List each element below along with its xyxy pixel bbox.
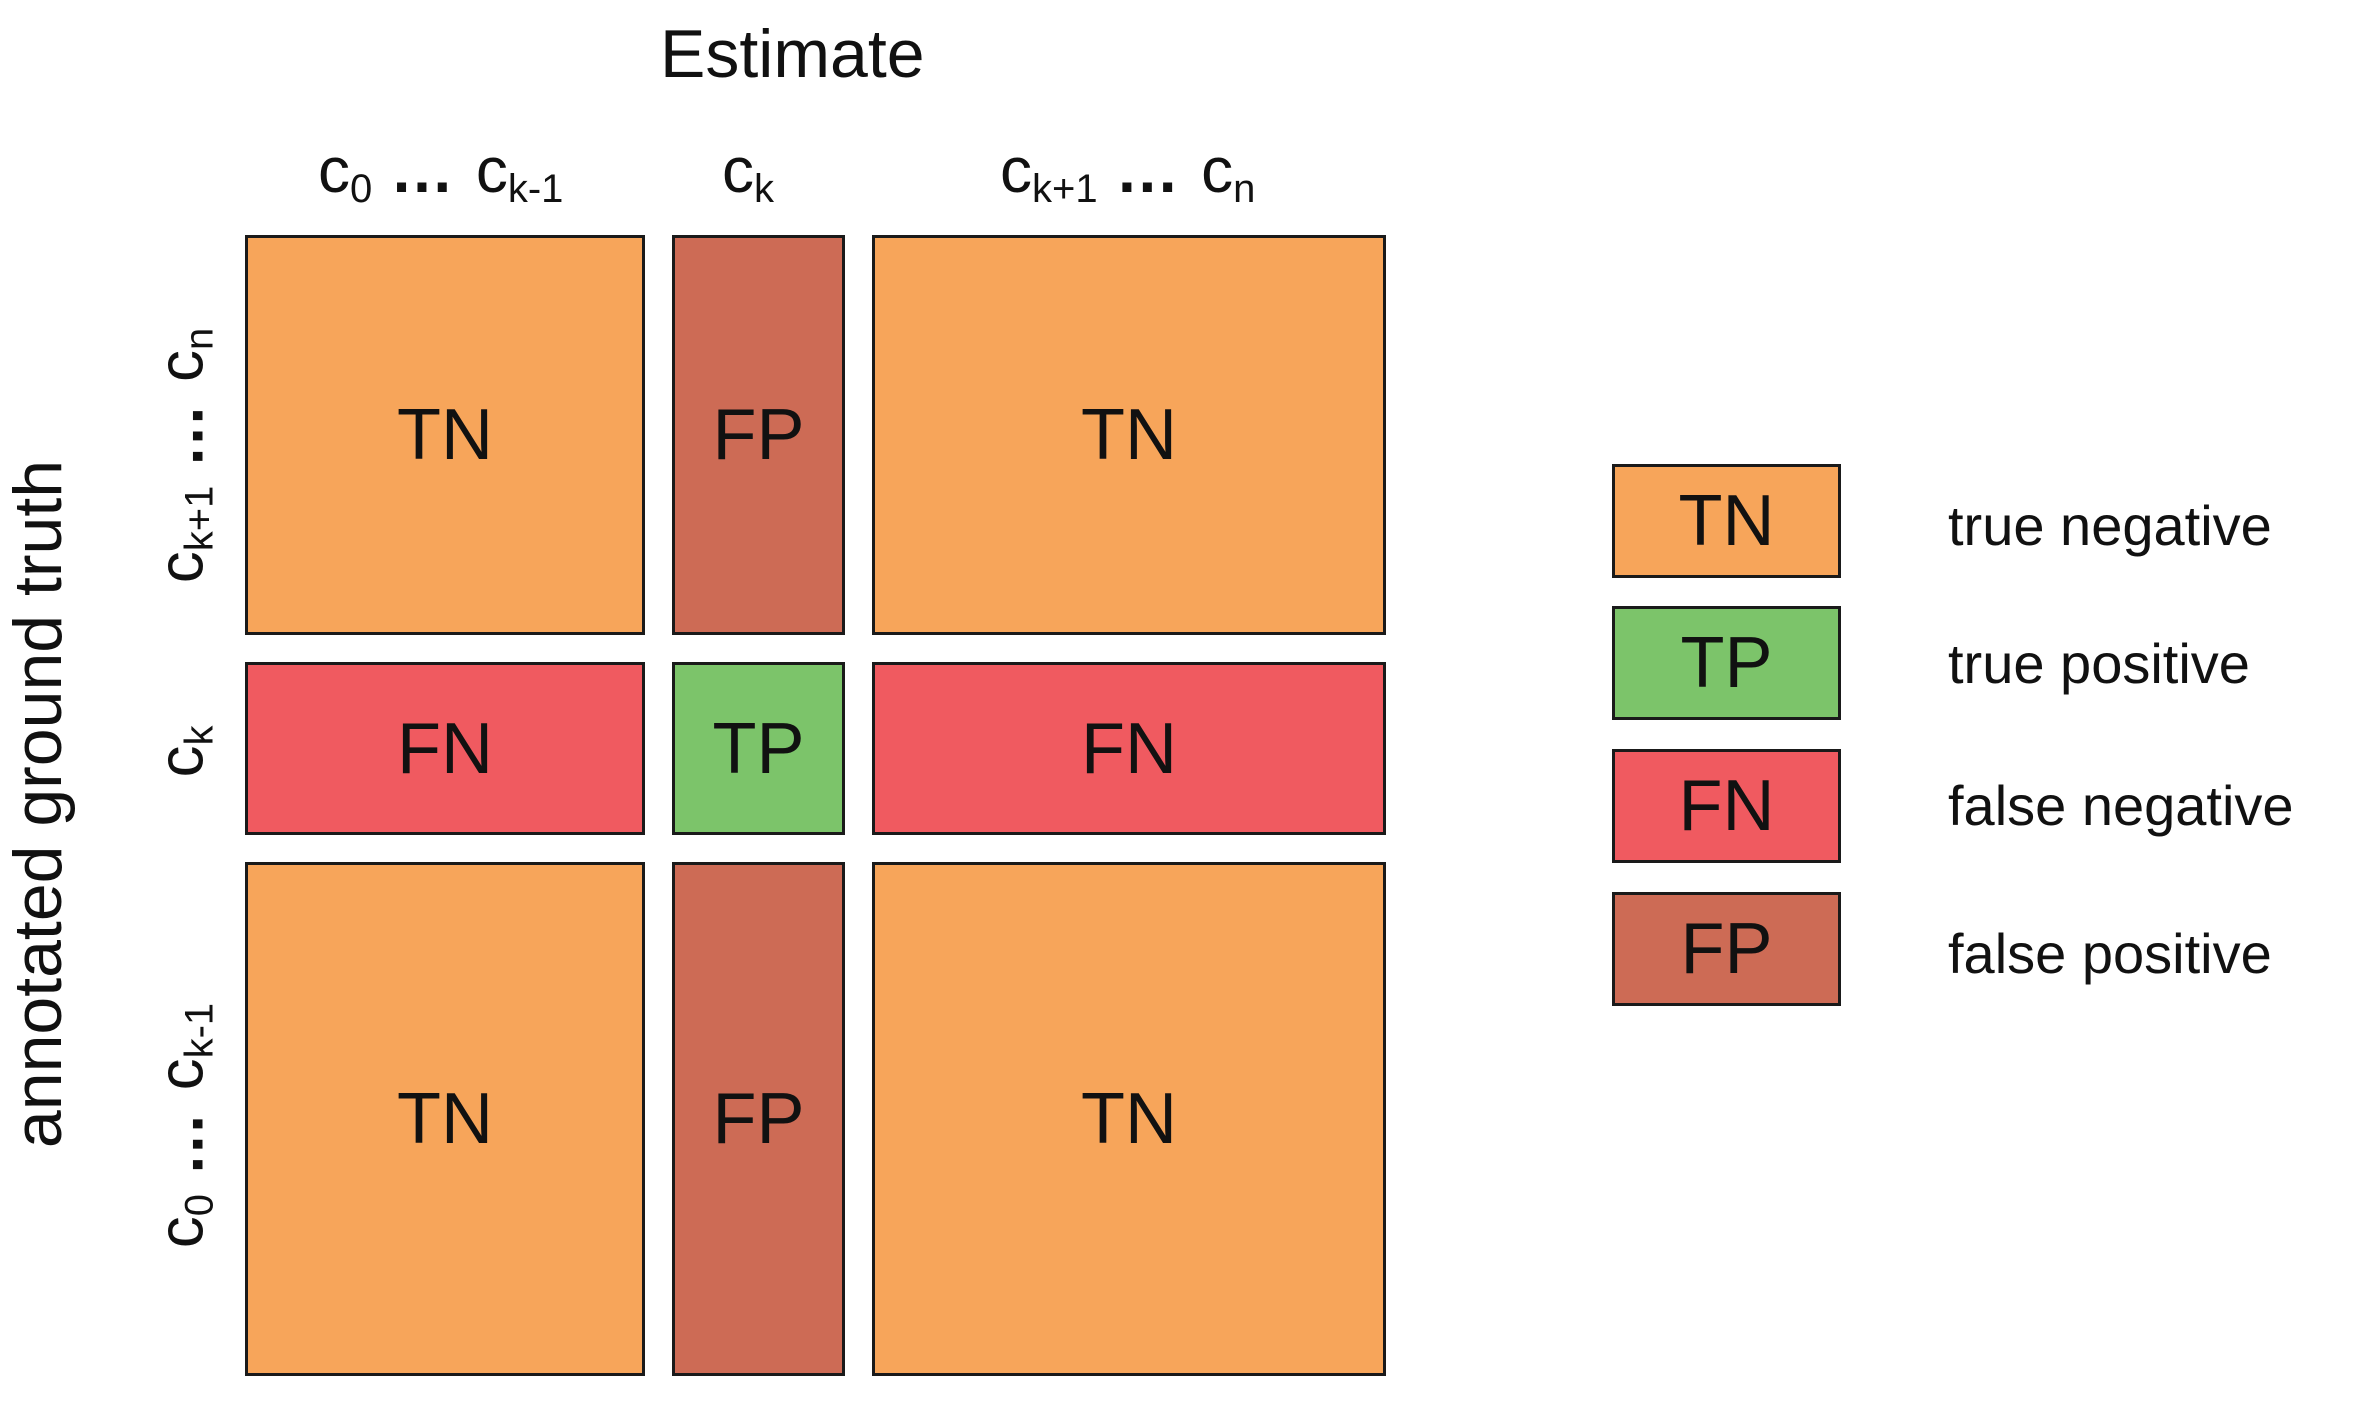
legend-swatch-fn: FN — [1612, 749, 1841, 863]
cell-r0-c2: TN — [872, 235, 1386, 635]
cell-r2-c2: TN — [872, 862, 1386, 1376]
legend-swatch-tp: TP — [1612, 606, 1841, 720]
cell-r2-c1: FP — [672, 862, 845, 1376]
col-label-2: ck+1 … cn — [1000, 134, 1256, 211]
row-label-0: ck+1 … cn — [144, 327, 222, 584]
estimate-title: Estimate — [660, 16, 925, 92]
ground-truth-axis-label: annotated ground truth — [0, 459, 76, 1149]
legend-label-tn: true negative — [1948, 494, 2272, 557]
legend-swatch-fp: FP — [1612, 892, 1841, 1006]
cell-r1-c1: TP — [672, 662, 845, 835]
cell-r0-c1: FP — [672, 235, 845, 635]
cell-r0-c0: TN — [245, 235, 645, 635]
cell-r1-c0: FN — [245, 662, 645, 835]
col-label-1: ck — [722, 134, 774, 211]
legend-label-fn: false negative — [1948, 774, 2294, 837]
col-label-0: c0 … ck-1 — [318, 134, 564, 211]
legend-label-fp: false positive — [1948, 922, 2272, 985]
cell-r1-c2: FN — [872, 662, 1386, 835]
row-label-1: ck — [144, 725, 222, 778]
row-label-2: c0 … ck-1 — [144, 1002, 222, 1249]
legend-swatch-tn: TN — [1612, 464, 1841, 578]
cell-r2-c0: TN — [245, 862, 645, 1376]
legend-label-tp: true positive — [1948, 632, 2250, 695]
